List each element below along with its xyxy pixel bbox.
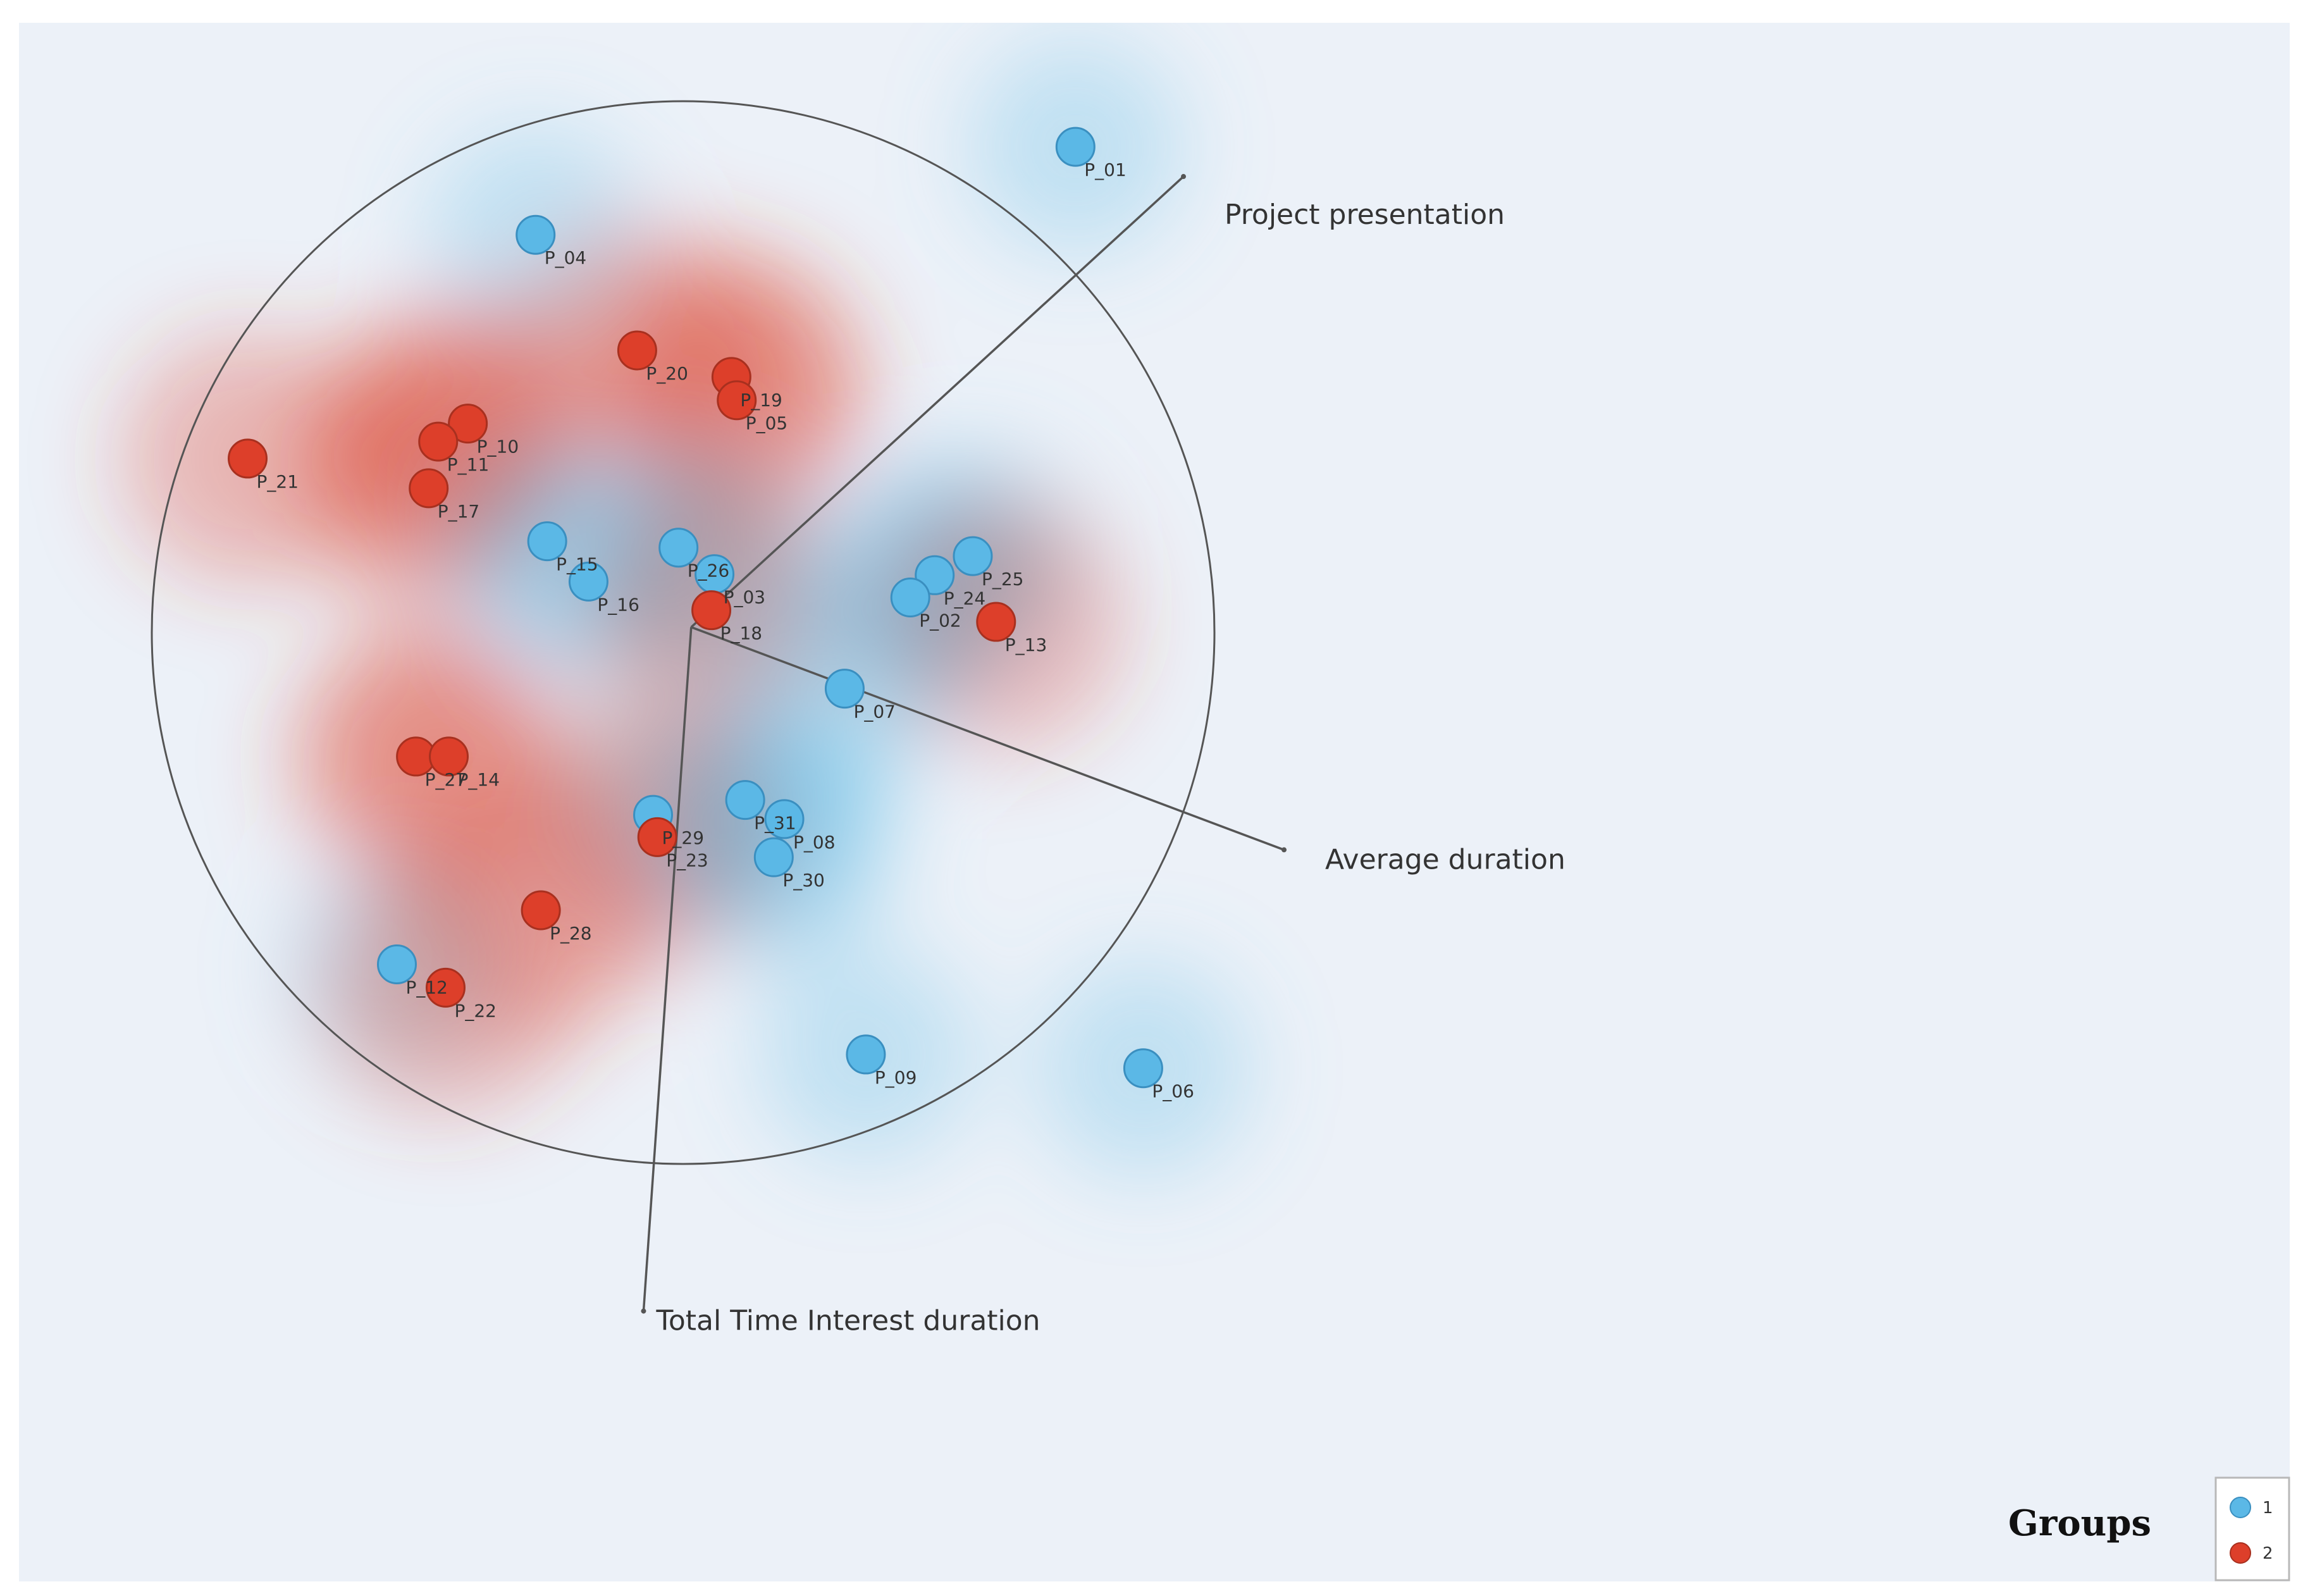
- point-label: P_07: [853, 702, 896, 722]
- point-label: P_21: [257, 471, 299, 492]
- data-point: [764, 799, 805, 839]
- data-point: [753, 837, 794, 877]
- point-label: P_04: [545, 247, 587, 268]
- point-label: P_16: [597, 594, 639, 615]
- scatter-points: P_01P_04P_15 P_26P_16 P_03 P_25P_24P_02P_07…: [228, 127, 1194, 1102]
- point-label: P_13: [1005, 634, 1047, 655]
- data-point: [1055, 127, 1096, 167]
- legend-swatch-2: [2230, 1542, 2251, 1564]
- point-label: P_27: [425, 769, 467, 790]
- data-point: [890, 577, 930, 617]
- point-label: P_09: [875, 1067, 917, 1088]
- anchor-label: Total Time Interest duration: [655, 1305, 1040, 1337]
- legend: Groups 1 2: [2008, 1476, 2290, 1581]
- data-point: [376, 944, 417, 984]
- legend-swatch-1: [2230, 1497, 2251, 1518]
- data-point: [658, 528, 699, 568]
- data-point: [691, 590, 732, 631]
- point-label: P_06: [1152, 1081, 1194, 1102]
- legend-title: Groups: [2008, 1502, 2151, 1544]
- anchor-label: Average duration: [1325, 843, 1565, 875]
- data-point: [824, 669, 865, 709]
- point-label: P_20: [646, 363, 688, 384]
- point-label: P_19: [740, 390, 782, 411]
- unit-circle: [151, 100, 1216, 1165]
- point-label: P_11: [447, 454, 490, 475]
- anchor-endpoint: [1181, 174, 1187, 180]
- point-label: P_26: [688, 560, 730, 581]
- legend-entry-2: 2: [2263, 1544, 2273, 1563]
- legend-box: [2214, 1476, 2290, 1581]
- anchor-endpoint: [641, 1308, 646, 1314]
- point-label: P_03: [724, 587, 766, 608]
- point-label: P_12: [405, 977, 448, 998]
- point-label: P_15: [556, 554, 598, 575]
- data-point: [617, 330, 657, 371]
- point-label: P_30: [782, 870, 825, 891]
- data-point: [521, 890, 561, 931]
- point-label: P_24: [944, 588, 986, 609]
- point-label: P_10: [477, 436, 519, 457]
- data-point: [527, 521, 567, 562]
- anchor-line: [642, 627, 693, 1311]
- data-point: [429, 736, 469, 777]
- data-point: [725, 780, 765, 820]
- data-point: [846, 1034, 886, 1075]
- point-label: P_14: [458, 769, 500, 790]
- data-point: [516, 214, 556, 255]
- point-label: P_25: [982, 569, 1024, 590]
- data-point: [448, 404, 488, 444]
- data-point: [637, 817, 677, 857]
- point-label: P_05: [746, 413, 788, 434]
- data-point: [418, 421, 459, 462]
- anchor-label: Project presentation: [1225, 199, 1505, 231]
- point-label: P_31: [754, 813, 796, 834]
- point-label: P_18: [720, 623, 763, 644]
- data-point: [425, 967, 466, 1008]
- point-label: P_17: [438, 501, 480, 522]
- data-point: [228, 438, 268, 479]
- anchor-endpoint: [1281, 847, 1287, 853]
- legend-entry-1: 1: [2263, 1499, 2273, 1518]
- anchor-line: [690, 175, 1185, 628]
- data-point: [717, 380, 757, 421]
- data-point: [976, 602, 1016, 642]
- data-point: [953, 536, 993, 576]
- point-label: P_29: [662, 827, 705, 848]
- data-point: [409, 468, 449, 509]
- anchor-line: [691, 626, 1285, 851]
- point-label: P_22: [454, 1000, 497, 1021]
- point-label: P_08: [793, 832, 836, 853]
- data-point: [568, 561, 608, 602]
- data-point: [1123, 1048, 1163, 1089]
- point-label: P_28: [550, 923, 592, 944]
- point-label: P_23: [666, 850, 708, 870]
- point-label: P_01: [1084, 159, 1127, 180]
- density-map: [121, 39, 1251, 1176]
- point-label: P_02: [919, 610, 961, 631]
